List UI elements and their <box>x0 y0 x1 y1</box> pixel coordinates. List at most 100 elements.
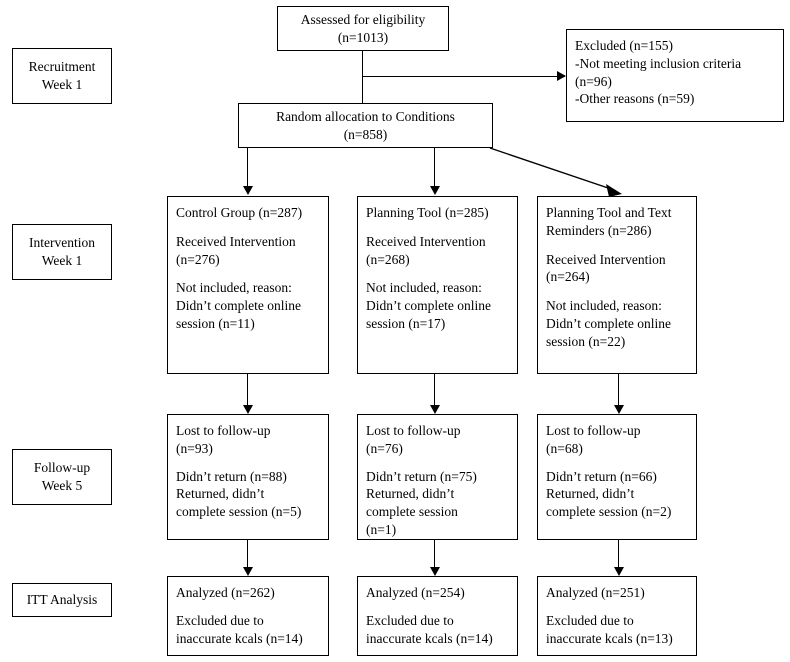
pt-lost-line1: Lost to follow-up <box>366 423 461 438</box>
assessed-line2: (n=1013) <box>337 30 389 45</box>
arm-control-analysis-box: Analyzed (n=262) Excluded due to inaccur… <box>167 576 329 656</box>
ptt-alloc-line2: Reminders (n=286) <box>546 222 652 238</box>
arrowhead-ptt-followup <box>614 405 624 414</box>
arrowhead-pt-followup <box>430 405 440 414</box>
arm-control-followup-box: Lost to follow-up (n=93) Didn’t return (… <box>167 414 329 540</box>
stage-label-itt-line1: ITT Analysis <box>26 591 98 607</box>
ptt-analysis-excluded1: Excluded due to <box>546 612 634 628</box>
control-analyzed: Analyzed (n=262) <box>176 585 275 600</box>
spacer <box>546 458 688 468</box>
excluded-line2: -Not meeting inclusion criteria <box>575 55 742 71</box>
arrowhead-pt-analysis <box>430 567 440 576</box>
ptt-analyzed: Analyzed (n=251) <box>546 585 645 600</box>
arrowhead-control-analysis <box>243 567 253 576</box>
spacer <box>176 602 320 612</box>
connector-allocation-to-control <box>247 148 248 188</box>
diagonal-connector-svg <box>489 147 622 197</box>
stage-label-followup: Follow-up Week 5 <box>12 449 112 505</box>
connector-assessed-to-allocation <box>362 51 363 104</box>
ptt-followup-detail2: Returned, didn’t <box>546 486 635 502</box>
stage-label-recruitment: Recruitment Week 1 <box>12 48 112 104</box>
arrowhead-to-excluded <box>557 71 566 81</box>
connector-ptt-followup-to-analysis <box>618 540 619 572</box>
connector-assessed-to-excluded <box>362 76 565 77</box>
connector-pt-alloc-to-followup <box>434 374 435 410</box>
connector-allocation-to-planning-tool <box>434 148 435 188</box>
arm-control-allocation-box: Control Group (n=287) Received Intervent… <box>167 196 329 374</box>
pt-analysis-excluded2: inaccurate kcals (n=14) <box>366 630 493 646</box>
pt-received-line2: (n=268) <box>366 251 410 267</box>
control-received-line1: Received Intervention <box>176 233 296 249</box>
spacer <box>366 458 509 468</box>
node-assessed-for-eligibility: Assessed for eligibility (n=1013) <box>277 6 449 51</box>
spacer <box>546 286 688 297</box>
pt-followup-detail2: Returned, didn’t <box>366 486 455 502</box>
connector-allocation-to-planning-tool-text <box>488 145 628 200</box>
ptt-followup-detail1: Didn’t return (n=66) <box>546 468 657 484</box>
control-notincluded-line3: session (n=11) <box>176 316 255 332</box>
ptt-notincluded-line2: Didn’t complete online <box>546 316 671 332</box>
allocation-line1: Random allocation to Conditions <box>276 109 455 125</box>
ptt-analysis-excluded2: inaccurate kcals (n=13) <box>546 630 673 646</box>
connector-control-followup-to-analysis <box>247 540 248 572</box>
stage-label-recruitment-line1: Recruitment <box>28 58 96 74</box>
spacer <box>176 458 320 468</box>
control-notincluded-line2: Didn’t complete online <box>176 298 301 314</box>
control-received-line2: (n=276) <box>176 251 220 267</box>
ptt-received-line2: (n=264) <box>546 269 590 285</box>
arm-planning-tool-allocation-box: Planning Tool (n=285) Received Intervent… <box>357 196 518 374</box>
control-followup-detail2: Returned, didn’t <box>176 486 265 502</box>
pt-alloc-line1: Planning Tool (n=285) <box>366 205 489 220</box>
spacer <box>176 268 320 279</box>
pt-notincluded-line2: Didn’t complete online <box>366 298 491 314</box>
excluded-line1: Excluded (n=155) <box>575 38 673 53</box>
spacer <box>546 240 688 251</box>
assessed-line1: Assessed for eligibility <box>300 12 426 28</box>
pt-notincluded-line1: Not included, reason: <box>366 280 482 296</box>
spacer <box>546 602 688 612</box>
node-random-allocation: Random allocation to Conditions (n=858) <box>238 103 493 148</box>
ptt-notincluded-line3: session (n=22) <box>546 333 626 349</box>
connector-pt-followup-to-analysis <box>434 540 435 572</box>
spacer <box>176 222 320 233</box>
arm-planning-tool-analysis-box: Analyzed (n=254) Excluded due to inaccur… <box>357 576 518 656</box>
spacer <box>366 602 509 612</box>
connector-ptt-alloc-to-followup <box>618 374 619 410</box>
ptt-received-line1: Received Intervention <box>546 251 666 267</box>
ptt-lost-line1: Lost to follow-up <box>546 423 641 438</box>
connector-control-alloc-to-followup <box>247 374 248 410</box>
arm-planning-tool-followup-box: Lost to follow-up (n=76) Didn’t return (… <box>357 414 518 540</box>
ptt-lost-line2: (n=68) <box>546 440 583 456</box>
diagonal-connector-line <box>489 147 615 191</box>
spacer <box>366 268 509 279</box>
pt-followup-detail1: Didn’t return (n=75) <box>366 468 477 484</box>
excluded-line4: -Other reasons (n=59) <box>575 91 695 107</box>
arrowhead-to-control <box>243 186 253 195</box>
ptt-alloc-line1: Planning Tool and Text <box>546 205 672 220</box>
control-notincluded-line1: Not included, reason: <box>176 280 292 296</box>
control-followup-detail3: complete session (n=5) <box>176 504 302 520</box>
control-analysis-excluded1: Excluded due to <box>176 612 264 628</box>
control-analysis-excluded2: inaccurate kcals (n=14) <box>176 630 303 646</box>
pt-followup-detail4: (n=1) <box>366 522 397 538</box>
control-alloc-line1: Control Group (n=287) <box>176 205 303 220</box>
pt-analysis-excluded1: Excluded due to <box>366 612 454 628</box>
pt-received-line1: Received Intervention <box>366 233 486 249</box>
pt-analyzed: Analyzed (n=254) <box>366 585 465 600</box>
arrowhead-ptt-analysis <box>614 567 624 576</box>
stage-label-followup-line2: Week 5 <box>41 478 83 493</box>
control-followup-detail1: Didn’t return (n=88) <box>176 468 287 484</box>
spacer <box>366 222 509 233</box>
arrowhead-control-followup <box>243 405 253 414</box>
stage-label-intervention: Intervention Week 1 <box>12 224 112 280</box>
ptt-followup-detail3: complete session (n=2) <box>546 504 672 520</box>
arm-planning-tool-text-followup-box: Lost to follow-up (n=68) Didn’t return (… <box>537 414 697 540</box>
control-lost-line1: Lost to follow-up <box>176 423 271 438</box>
pt-lost-line2: (n=76) <box>366 440 403 456</box>
stage-label-followup-line1: Follow-up <box>33 459 91 475</box>
arm-planning-tool-text-allocation-box: Planning Tool and Text Reminders (n=286)… <box>537 196 697 374</box>
ptt-notincluded-line1: Not included, reason: <box>546 298 662 314</box>
node-excluded: Excluded (n=155) -Not meeting inclusion … <box>566 29 784 122</box>
allocation-line2: (n=858) <box>343 127 388 142</box>
